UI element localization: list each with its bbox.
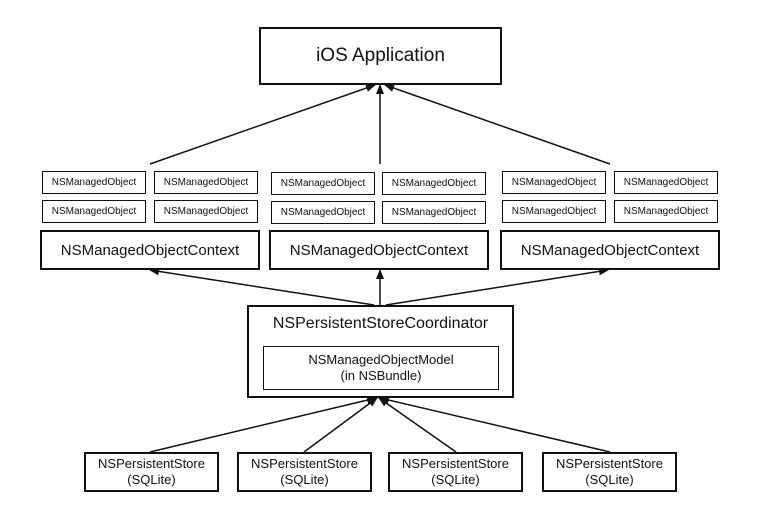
context-label: NSManagedObjectContext: [520, 241, 700, 259]
managed-object-label: NSManagedObject: [511, 177, 597, 188]
managed-object-label: NSManagedObject: [51, 177, 137, 188]
managed-object: NSManagedObject: [502, 171, 606, 194]
managed-object-label: NSManagedObject: [163, 177, 249, 188]
managed-object: NSManagedObject: [42, 171, 146, 194]
managed-object-label: NSManagedObject: [391, 207, 477, 218]
store-label: NSPersistentStore: [251, 456, 358, 471]
managed-object-label: NSManagedObject: [51, 206, 137, 217]
store-type: (SQLite): [127, 472, 176, 487]
managed-object: NSManagedObject: [271, 201, 375, 224]
arrow-store-1-to-coordinator: [149, 396, 377, 453]
coordinator-label: NSPersistentStoreCoordinator: [272, 315, 489, 332]
persistent-store-box: NSPersistentStore (SQLite): [388, 452, 523, 492]
arrow-store-4-to-coordinator: [379, 396, 611, 453]
ios-application-label: iOS Application: [316, 45, 445, 66]
persistent-store-box: NSPersistentStore (SQLite): [542, 452, 677, 492]
ios-application-box: iOS Application: [259, 27, 502, 85]
store-label: NSPersistentStore: [402, 456, 509, 471]
store-label: NSPersistentStore: [556, 456, 663, 471]
arrow-objects-3-to-app: [384, 84, 611, 165]
store-type: (SQLite): [585, 472, 634, 487]
arrow-store-2-to-coordinator: [303, 397, 378, 453]
managed-object: NSManagedObject: [614, 200, 718, 223]
arrow-coordinator-to-context-1: [149, 267, 375, 306]
model-sublabel: (in NSBundle): [340, 368, 422, 383]
managed-object: NSManagedObject: [154, 171, 258, 194]
managed-object-label: NSManagedObject: [511, 206, 597, 217]
store-type: (SQLite): [431, 472, 480, 487]
context-label: NSManagedObjectContext: [289, 241, 469, 259]
arrow-coordinator-to-context-3: [385, 267, 609, 306]
arrow-store-3-to-coordinator: [378, 397, 457, 453]
managed-object: NSManagedObject: [154, 200, 258, 223]
managed-object-context-box: NSManagedObjectContext: [500, 230, 720, 270]
managed-object-label: NSManagedObject: [623, 206, 709, 217]
managed-object: NSManagedObject: [614, 171, 718, 194]
managed-object-model-box: NSManagedObjectModel (in NSBundle): [263, 346, 499, 390]
managed-object-context-box: NSManagedObjectContext: [269, 230, 489, 270]
persistent-store-box: NSPersistentStore (SQLite): [237, 452, 372, 492]
store-label: NSPersistentStore: [98, 456, 205, 471]
managed-object: NSManagedObject: [382, 201, 486, 224]
managed-object: NSManagedObject: [502, 200, 606, 223]
managed-object-context-box: NSManagedObjectContext: [40, 230, 260, 270]
context-label: NSManagedObjectContext: [60, 241, 240, 259]
managed-object: NSManagedObject: [382, 172, 486, 195]
managed-object-label: NSManagedObject: [163, 206, 249, 217]
persistent-store-box: NSPersistentStore (SQLite): [84, 452, 219, 492]
model-label: NSManagedObjectModel: [308, 352, 454, 367]
managed-object-label: NSManagedObject: [280, 178, 366, 189]
arrow-objects-1-to-app: [149, 84, 376, 165]
managed-object: NSManagedObject: [271, 172, 375, 195]
managed-object: NSManagedObject: [42, 200, 146, 223]
managed-object-label: NSManagedObject: [280, 207, 366, 218]
managed-object-label: NSManagedObject: [391, 178, 477, 189]
store-type: (SQLite): [280, 472, 329, 487]
persistent-store-coordinator-box: NSPersistentStoreCoordinator NSManagedOb…: [247, 305, 514, 398]
managed-object-label: NSManagedObject: [623, 177, 709, 188]
